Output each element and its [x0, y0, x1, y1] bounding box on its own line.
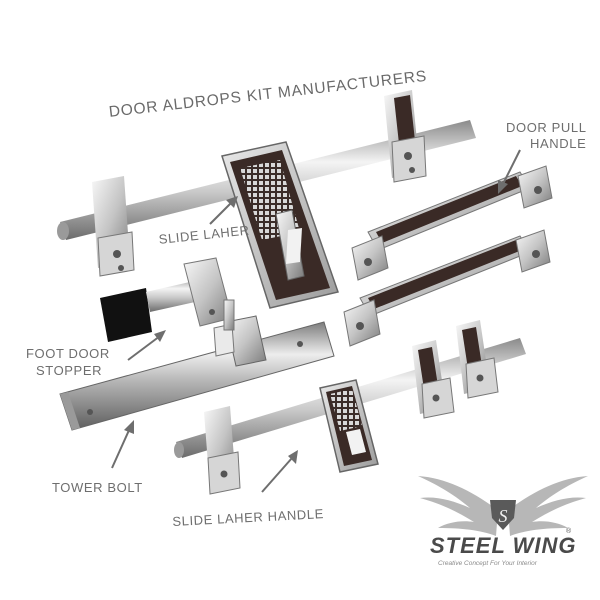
label-tower-bolt: TOWER BOLT — [52, 480, 143, 495]
door-pull-handle-top — [351, 165, 553, 281]
aldrop-kit-small — [174, 320, 526, 495]
registered-mark: ® — [566, 528, 572, 535]
foot-door-stopper — [100, 257, 233, 342]
brand-name: STEEL WING — [430, 533, 577, 558]
label-door-pull-line2: HANDLE — [530, 136, 587, 151]
label-arrows — [111, 149, 521, 493]
brand-tagline: Creative Concept For Your Interior — [438, 560, 537, 567]
logo-letter: S — [499, 506, 508, 526]
label-foot-door-line1: FOOT DOOR — [26, 346, 110, 361]
label-door-pull-line1: DOOR PULL — [506, 120, 587, 135]
tower-bolt — [59, 299, 335, 431]
steel-wing-logo: S — [418, 476, 588, 536]
aldrop-kit-large — [57, 90, 476, 309]
label-foot-door-line2: STOPPER — [36, 363, 103, 378]
door-pull-handle-bottom — [343, 229, 551, 347]
